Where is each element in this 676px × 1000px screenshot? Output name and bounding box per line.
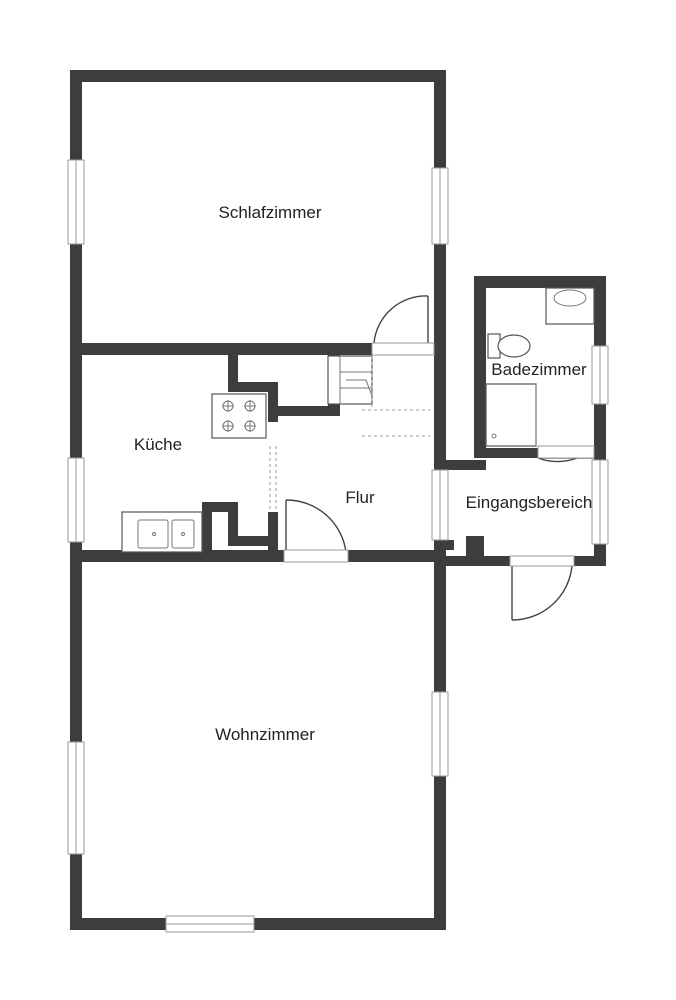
door-bathroom <box>537 445 595 463</box>
shower <box>485 383 537 447</box>
door-entrance <box>509 555 575 621</box>
window <box>165 915 255 933</box>
window <box>67 741 85 855</box>
windows <box>67 159 609 933</box>
doors <box>269 295 595 621</box>
stove <box>211 393 267 439</box>
door-bedroom <box>371 295 435 356</box>
room-label-schlafzimmer: Schlafzimmer <box>219 203 322 222</box>
room-label-flur: Flur <box>345 488 375 507</box>
window <box>591 459 609 545</box>
window <box>431 167 449 245</box>
window <box>67 457 85 543</box>
room-label-wohnzimmer: Wohnzimmer <box>215 725 315 744</box>
door-living <box>283 499 349 563</box>
window <box>591 345 609 405</box>
opening-entrance-flur <box>431 469 449 541</box>
window <box>431 691 449 777</box>
opening-kitchen <box>269 446 277 512</box>
toilet <box>487 333 531 359</box>
room-label-eingangsbereich: Eingangsbereich <box>466 493 593 512</box>
washbasin <box>545 287 595 325</box>
window <box>67 159 85 245</box>
room-labels: Schlafzimmer Küche Flur Badezimmer Einga… <box>134 203 592 744</box>
room-label-badezimmer: Badezimmer <box>491 360 587 379</box>
kitchen-sink <box>121 511 203 553</box>
room-label-kueche: Küche <box>134 435 182 454</box>
stairs <box>327 355 430 437</box>
